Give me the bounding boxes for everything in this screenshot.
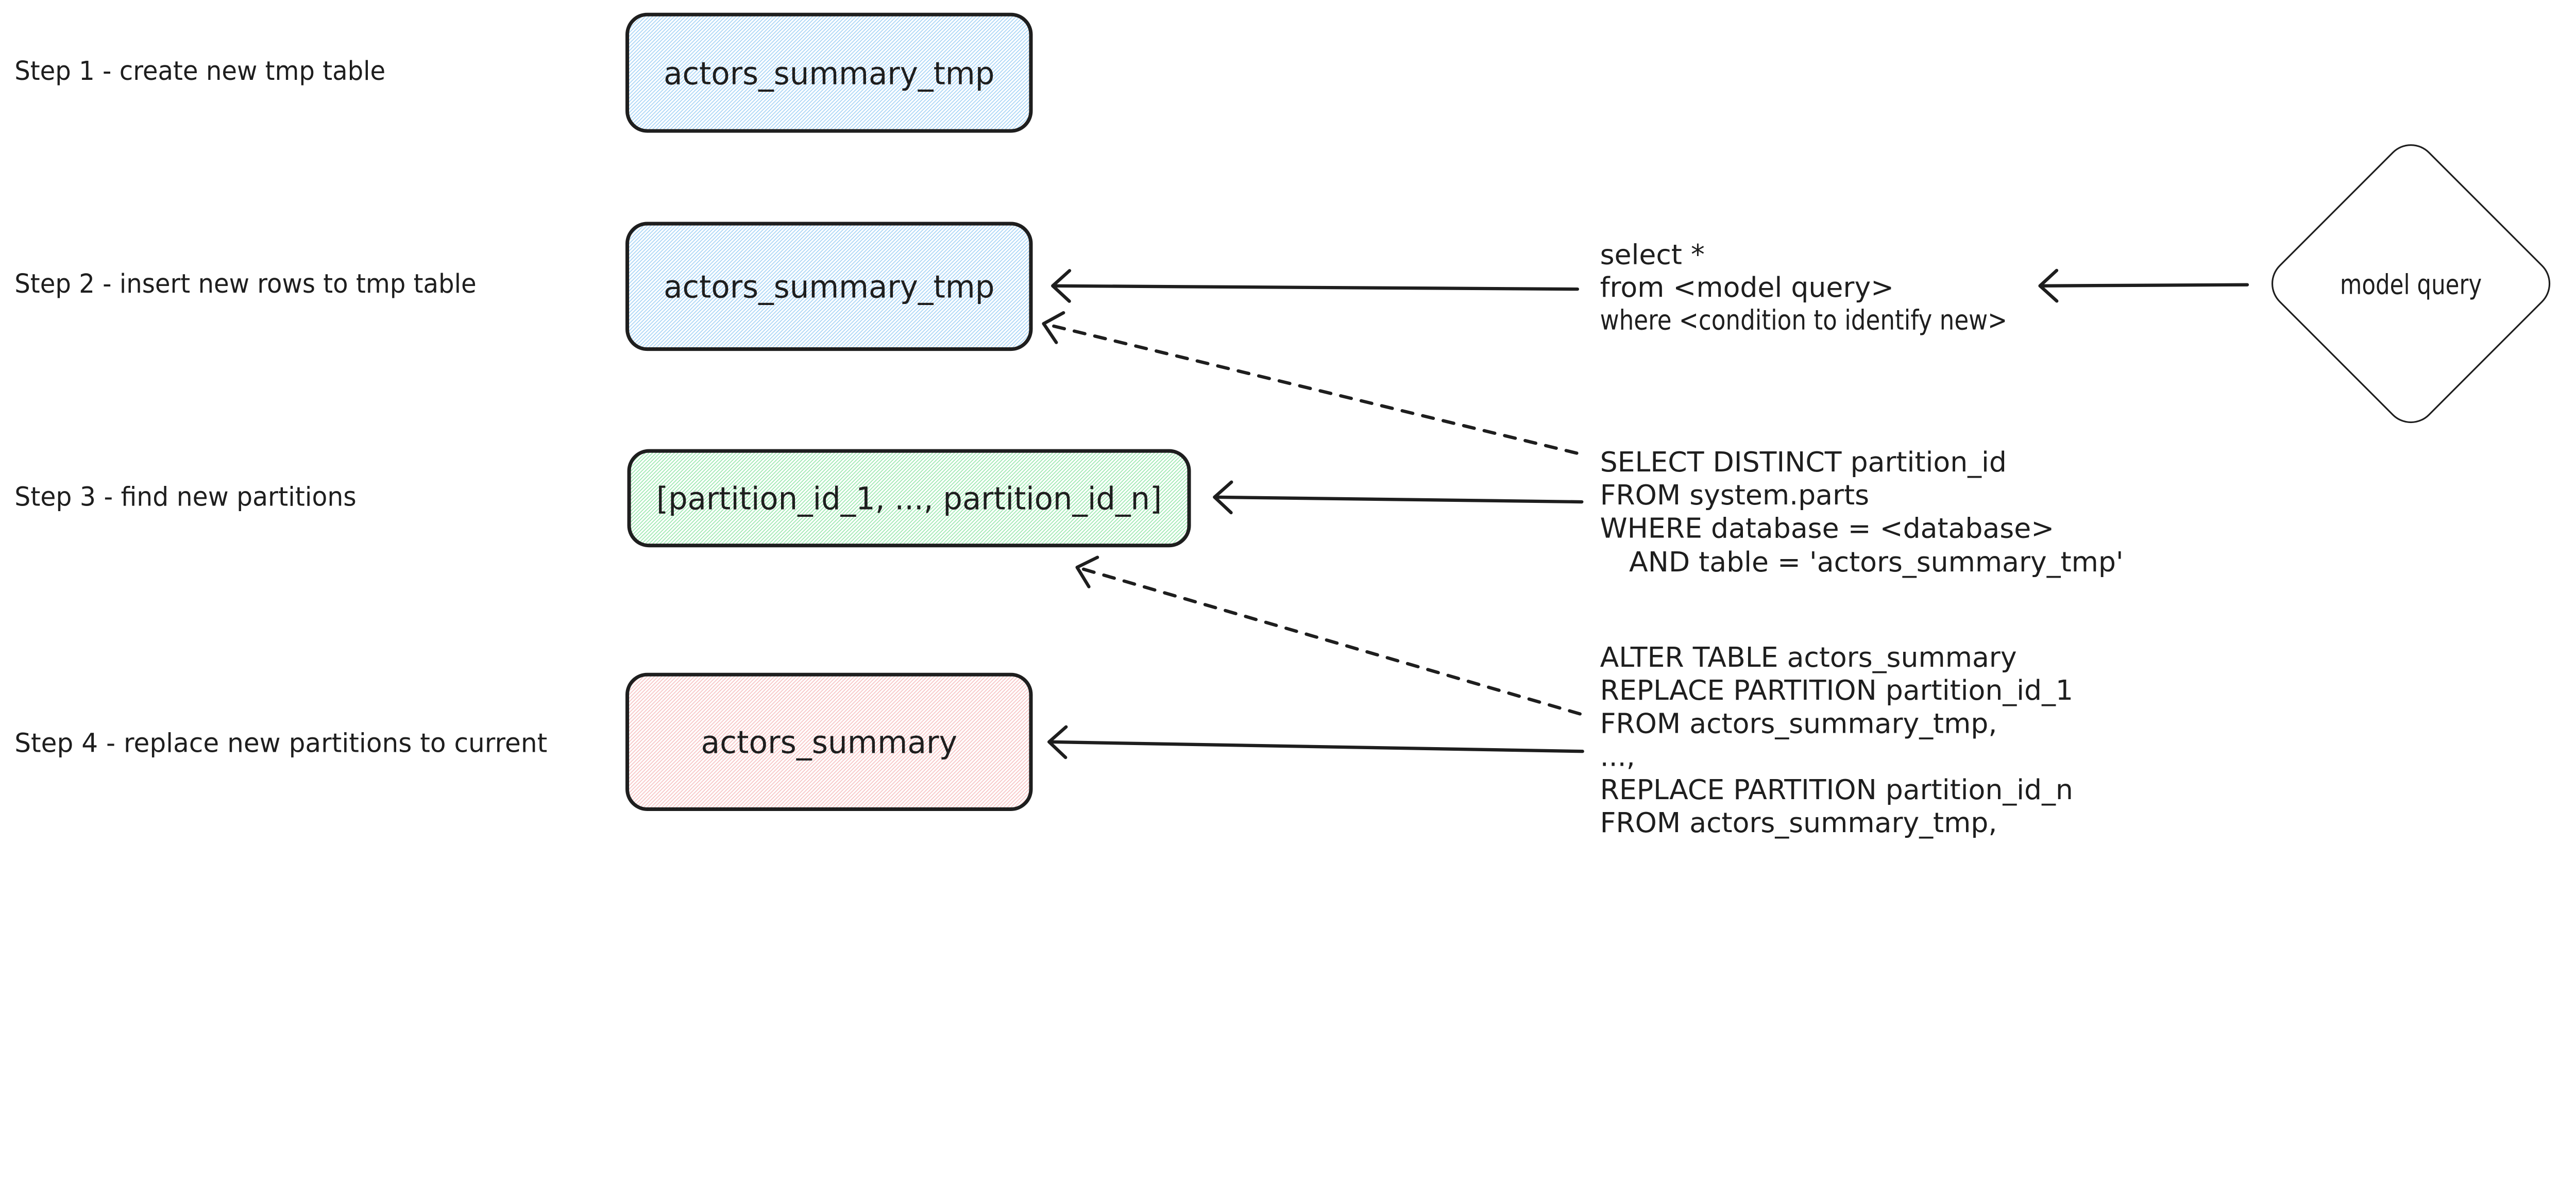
insert-sql-line-3: where <condition to identify new> (1600, 304, 2008, 336)
model-query-diamond (2271, 144, 2551, 424)
insert-sql-line-2: from <model query> (1600, 271, 1894, 303)
current-table-node-text: actors_summary (701, 724, 957, 761)
replace-sql-line-4: ..., (1600, 740, 1635, 773)
tmp-table-node-step2 (625, 222, 1033, 351)
insert-sql-line-1: select * (1600, 239, 1705, 271)
dashed-arrow-find-sql-to-tmp-table (1042, 311, 1579, 455)
tmp-table-node-step2-text: actors_summary_tmp (664, 269, 994, 306)
step-4-label: Step 4 - replace new partitions to curre… (14, 728, 547, 758)
find-partitions-sql-block: SELECT DISTINCT partition_id FROM system… (1600, 446, 2124, 578)
find-sql-line-1: SELECT DISTINCT partition_id (1600, 446, 2007, 478)
replace-partitions-sql-block: ALTER TABLE actors_summary REPLACE PARTI… (1600, 641, 2073, 839)
partition-list-node-text: [partition_id_1, ..., partition_id_n] (656, 481, 1162, 517)
replace-sql-line-1: ALTER TABLE actors_summary (1600, 641, 2017, 673)
tmp-table-node-step1-text: actors_summary_tmp (664, 56, 994, 92)
arrow-find-sql-to-partition-list (1213, 480, 1584, 515)
insert-sql-block: select * from <model query> where <condi… (1600, 239, 2008, 336)
tmp-table-node-step1 (625, 12, 1033, 133)
find-sql-line-4: AND table = 'actors_summary_tmp' (1629, 546, 2124, 578)
replace-sql-line-2: REPLACE PARTITION partition_id_1 (1600, 674, 2073, 706)
find-sql-line-2: FROM system.parts (1600, 479, 1869, 511)
find-sql-line-3: WHERE database = <database> (1600, 512, 2055, 544)
current-table-node (625, 672, 1033, 811)
dashed-arrow-replace-sql-to-partition-list (1075, 555, 1582, 716)
replace-sql-line-6: FROM actors_summary_tmp, (1600, 806, 1997, 839)
diagram-canvas: Step 1 - create new tmp table Step 2 - i… (0, 0, 2576, 846)
replace-sql-line-3: FROM actors_summary_tmp, (1600, 707, 1997, 739)
step-1-label: Step 1 - create new tmp table (14, 56, 385, 86)
arrow-insert-sql-to-tmp-table (1051, 269, 1580, 303)
workflow-diagram: Step 1 - create new tmp table Step 2 - i… (0, 0, 2576, 846)
arrow-model-query-to-insert-sql (2038, 268, 2249, 303)
arrow-replace-sql-to-current-table (1047, 725, 1584, 759)
step-2-label: Step 2 - insert new rows to tmp table (14, 268, 476, 299)
step-3-label: Step 3 - find new partitions (14, 482, 356, 512)
background (0, 0, 2576, 846)
replace-sql-line-5: REPLACE PARTITION partition_id_n (1600, 773, 2073, 806)
model-query-diamond-text: model query (2340, 268, 2482, 300)
partition-list-node (627, 449, 1191, 548)
